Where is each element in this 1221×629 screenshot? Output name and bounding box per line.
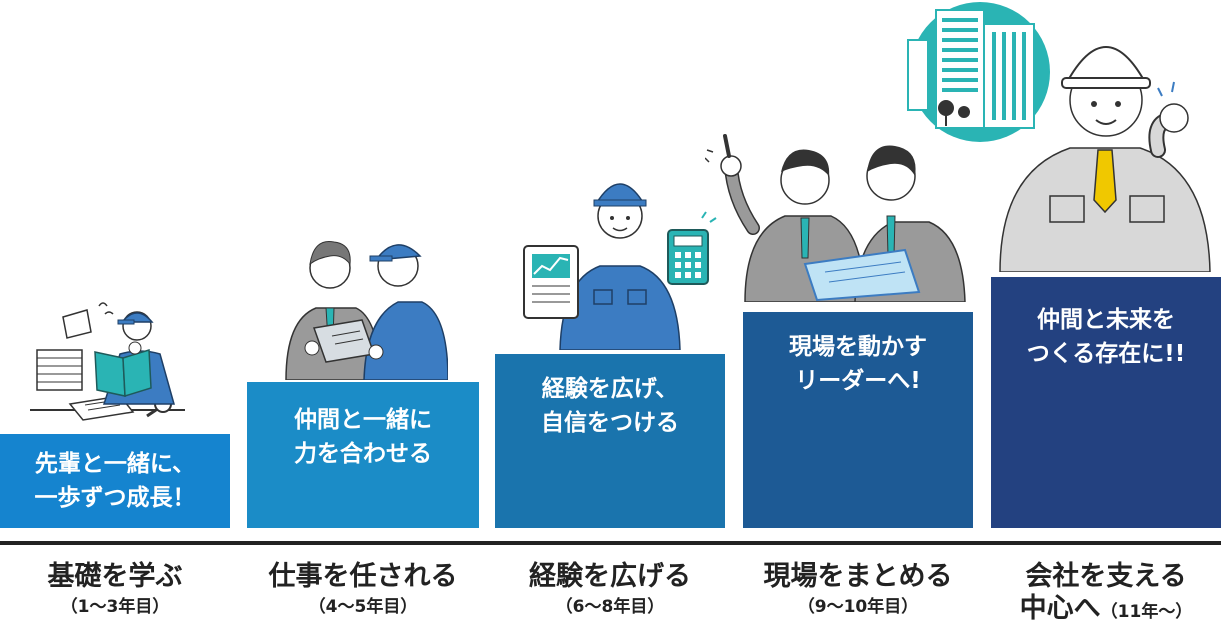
confident-worker-with-buildings-icon <box>907 2 1211 272</box>
step-2-message-box: 仲間と一緒に 力を合わせる <box>247 382 479 528</box>
step-1-label: 基礎を学ぶ （1〜3年目） <box>0 561 230 621</box>
worker-with-tablet-and-calculator-icon <box>523 183 717 350</box>
step-4-title: 現場をまとめる <box>763 561 953 592</box>
step-5-title-line1: 会社を支える <box>1025 561 1187 592</box>
step-2-title: 仕事を任される <box>268 561 458 592</box>
step-5-title-line2: 中心へ <box>1019 593 1101 624</box>
step-4-label: 現場をまとめる （9〜10年目） <box>743 561 973 621</box>
step-5-period: （11年〜） <box>1100 602 1193 622</box>
step-1-message-line1: 先輩と一緒に、 <box>34 451 196 477</box>
step-3-message-box: 経験を広げ、 自信をつける <box>495 354 725 528</box>
step-2-label: 仕事を任される （4〜5年目） <box>247 561 479 621</box>
step-4-message-box: 現場を動かす リーダーへ! <box>743 312 973 528</box>
timeline-baseline <box>0 541 1221 545</box>
step-4-period: （9〜10年目） <box>797 597 919 617</box>
step-3-title: 経験を広げる <box>529 561 691 592</box>
step-3-label: 経験を広げる （6〜8年目） <box>495 561 725 621</box>
step-1-period: （1〜3年目） <box>60 597 170 617</box>
worker-reading-manual-icon <box>30 302 185 421</box>
step-5-label: 会社を支える 中心へ（11年〜） <box>991 561 1221 628</box>
two-workers-with-clipboard-icon <box>285 240 448 380</box>
step-5-message-line2: つくる存在に!! <box>1026 341 1186 367</box>
two-leaders-pointing-icon <box>705 134 966 302</box>
step-1-message-line2: 一歩ずつ成長！ <box>34 485 196 511</box>
step-5-message-box: 仲間と未来を つくる存在に!! <box>991 277 1221 528</box>
step-4-message-line1: 現場を動かす <box>789 334 927 360</box>
step-2-period: （4〜5年目） <box>308 597 418 617</box>
step-5-message-line1: 仲間と未来を <box>1037 307 1175 333</box>
step-4-message-line2: リーダーへ! <box>795 368 921 394</box>
step-2-message-line2: 力を合わせる <box>294 441 432 467</box>
step-3-message-line1: 経験を広げ、 <box>541 376 679 402</box>
step-1-message-box: 先輩と一緒に、 一歩ずつ成長！ <box>0 434 230 528</box>
step-3-period: （6〜8年目） <box>555 597 665 617</box>
step-3-message-line2: 自信をつける <box>541 410 679 436</box>
step-2-message-line1: 仲間と一緒に <box>294 407 432 433</box>
step-1-title: 基礎を学ぶ <box>47 561 183 592</box>
